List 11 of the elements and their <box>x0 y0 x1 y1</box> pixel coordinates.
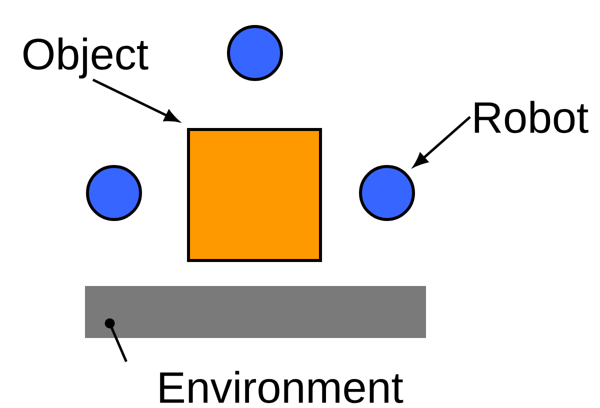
environment-bar <box>85 286 426 338</box>
arrow <box>414 116 471 167</box>
object-square <box>187 128 322 262</box>
robot-circle <box>86 165 142 221</box>
label-text: Environment <box>160 370 404 404</box>
label-text: Object <box>24 38 148 78</box>
arrow <box>92 78 179 122</box>
robot-circle <box>227 25 283 81</box>
label-text: Robot <box>474 100 588 134</box>
robot-circle <box>359 165 415 221</box>
leader-line <box>104 318 128 362</box>
